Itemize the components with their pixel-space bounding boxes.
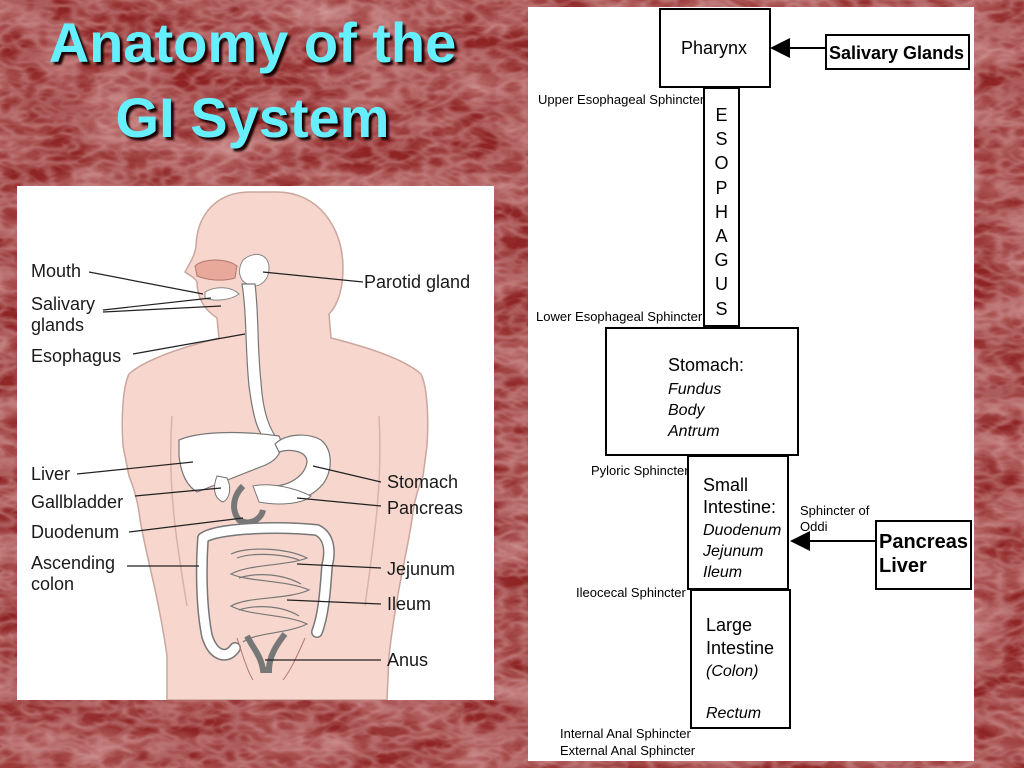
stomach-part-antrum: Antrum: [668, 423, 720, 440]
pointer-lines: [76, 271, 382, 661]
small-intestine-part-duodenum: Duodenum: [703, 522, 782, 539]
label-anus: Anus: [387, 650, 429, 670]
label-jejunum: Jejunum: [387, 559, 456, 579]
large-intestine-colon: (Colon): [706, 663, 759, 680]
pancreas-liver-box: Pancreas Liver: [875, 520, 972, 590]
large-intestine-rectum: Rectum: [706, 705, 762, 722]
stomach-box: Stomach: Fundus Body Antrum: [605, 327, 799, 456]
esophagus-letter: E: [715, 105, 728, 125]
small-intestine-coils: [229, 548, 311, 643]
stomach-part-body: Body: [668, 402, 705, 419]
upper-esophageal-sphincter-label: Upper Esophageal Sphincter: [538, 92, 705, 107]
label-duodenum: Duodenum: [31, 522, 120, 542]
sphincter-of-oddi-line-2: Oddi: [800, 519, 828, 534]
liver-shape: [178, 431, 282, 493]
salivary-glands-box: Salivary Glands: [825, 34, 970, 70]
esophagus-letter: O: [714, 153, 729, 174]
pancreas-label: Pancreas: [879, 531, 968, 553]
large-intestine-heading-2: Intestine: [706, 638, 775, 658]
label-ascending-line-1: Ascending: [31, 553, 116, 573]
esophagus-letter: P: [715, 177, 728, 198]
esophagus-letter: S: [715, 298, 728, 319]
sphincter-of-oddi-line-1: Sphincter of: [800, 503, 870, 518]
salivary-glands-label: Salivary Glands: [829, 43, 965, 63]
small-intestine-heading-1: Small: [703, 475, 749, 495]
stomach-heading: Stomach:: [668, 355, 745, 375]
label-mouth: Mouth: [31, 261, 82, 281]
liver-label: Liver: [879, 555, 927, 577]
label-salivary-line-2: glands: [31, 315, 85, 335]
ileocecal-sphincter-label: Ileocecal Sphincter: [576, 585, 686, 600]
small-intestine-part-jejunum: Jejunum: [703, 543, 764, 560]
lower-esophageal-sphincter-label: Lower Esophageal Sphincter: [536, 309, 703, 324]
esophagus-letter: U: [715, 274, 728, 295]
label-esophagus: Esophagus: [31, 346, 122, 366]
slide-title-line-2: GI System: [115, 86, 390, 149]
large-intestine-heading-1: Large: [706, 615, 753, 635]
label-stomach: Stomach: [387, 472, 459, 492]
esophagus-letter: S: [715, 129, 728, 150]
pharynx-label: Pharynx: [681, 38, 748, 58]
slide-title-line-1: Anatomy of the: [48, 11, 457, 74]
esophagus-box: E S O P H A G U S: [703, 87, 740, 327]
label-pancreas: Pancreas: [387, 498, 464, 518]
external-anal-sphincter-label: External Anal Sphincter: [560, 743, 696, 758]
pharynx-box: Pharynx: [659, 8, 771, 88]
esophagus-letters: E S O P H A G U S: [705, 103, 738, 321]
label-salivary-line-1: Salivary: [31, 294, 96, 314]
internal-anal-sphincter-label: Internal Anal Sphincter: [560, 726, 691, 741]
small-intestine-box: Small Intestine: Duodenum Jejunum Ileum: [687, 455, 789, 590]
esophagus-letter: A: [715, 226, 728, 247]
label-ascending-line-2: colon: [31, 574, 75, 594]
label-gallbladder: Gallbladder: [31, 492, 124, 512]
anatomy-illustration-panel: Mouth Salivary glands Esophagus Liver Ga…: [17, 186, 494, 701]
large-intestine-box: Large Intestine (Colon) Rectum: [690, 589, 791, 729]
label-ileum: Ileum: [387, 594, 432, 614]
esophagus-letter: G: [714, 250, 729, 271]
label-parotid-gland: Parotid gland: [364, 272, 471, 292]
small-intestine-heading-2: Intestine:: [703, 497, 777, 517]
body-illustration: [76, 191, 429, 701]
pyloric-sphincter-label: Pyloric Sphincter: [591, 463, 689, 478]
label-liver: Liver: [31, 464, 71, 484]
esophagus-letter: H: [715, 201, 728, 222]
small-intestine-part-ileum: Ileum: [703, 564, 743, 581]
stomach-part-fundus: Fundus: [668, 381, 722, 398]
